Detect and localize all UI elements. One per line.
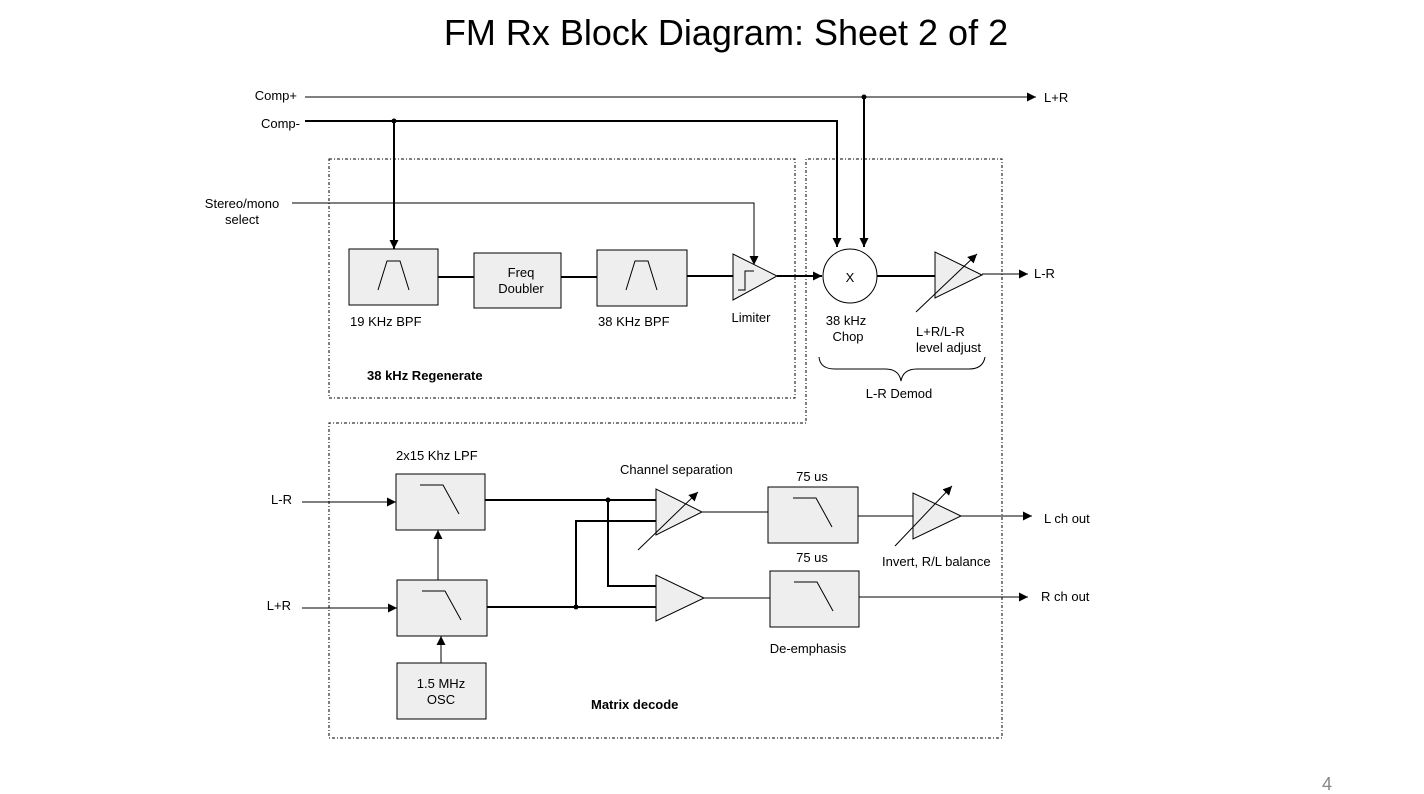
lpf-l-minus-r-block bbox=[395, 473, 486, 531]
junction-dot bbox=[391, 118, 397, 124]
comp-minus-line bbox=[305, 120, 842, 247]
channel-separation-amp bbox=[655, 488, 704, 536]
demod-group-label: L-R Demod bbox=[866, 386, 932, 401]
l-plus-r-output-label: L+R bbox=[1044, 90, 1068, 105]
limiter-block bbox=[732, 253, 779, 301]
stereo-mono-label-line1: Stereo/mono bbox=[205, 196, 279, 211]
lowpass-filter-icon bbox=[420, 484, 460, 515]
osc-label-line2: OSC bbox=[427, 692, 455, 707]
lowpass-filter-icon bbox=[422, 590, 462, 621]
freq-doubler-label-line1: Freq bbox=[508, 265, 535, 280]
demod-matrix-group-border bbox=[328, 158, 1003, 739]
osc-label-line1: 1.5 MHz bbox=[417, 676, 465, 691]
freq-doubler-block bbox=[473, 252, 562, 309]
l-minus-r-input-label: L-R bbox=[271, 492, 292, 507]
sum-amp bbox=[655, 574, 706, 622]
limiter-label: Limiter bbox=[731, 310, 771, 325]
deemph-top-label: 75 us bbox=[796, 469, 828, 484]
l-minus-r-output-label: L-R bbox=[1034, 266, 1055, 281]
bpf-38khz-label: 38 KHz BPF bbox=[598, 314, 670, 329]
wire bbox=[575, 520, 656, 607]
invert-balance-label: Invert, R/L balance bbox=[882, 554, 991, 569]
junction-dot bbox=[605, 497, 611, 503]
freq-doubler-label-line2: Doubler bbox=[498, 281, 544, 296]
level-adjust-amp bbox=[934, 251, 984, 299]
r-ch-output-label: R ch out bbox=[1041, 589, 1090, 604]
mixer-symbol: X bbox=[846, 270, 855, 285]
lowpass-filter-icon bbox=[793, 497, 833, 528]
chop-label-line1: 38 kHz bbox=[826, 313, 866, 328]
invert-balance-amp bbox=[912, 492, 963, 540]
deemphasis-label: De-emphasis bbox=[770, 641, 847, 656]
comp-plus-label: Comp+ bbox=[255, 88, 297, 103]
variable-gain-arrow bbox=[915, 253, 978, 313]
bandpass-filter-icon bbox=[625, 260, 658, 291]
bpf-19khz-block bbox=[348, 248, 439, 306]
lpf-l-plus-r-block bbox=[396, 579, 488, 637]
page-number: 4 bbox=[1322, 774, 1332, 794]
wire bbox=[607, 500, 656, 587]
level-adjust-label-line2: level adjust bbox=[916, 340, 981, 355]
bandpass-filter-icon bbox=[377, 260, 410, 291]
lowpass-filter-icon bbox=[794, 581, 834, 612]
osc-1-5mhz-block bbox=[396, 662, 487, 720]
limiter-step-icon bbox=[738, 270, 754, 291]
deemphasis-l-block bbox=[767, 486, 859, 544]
level-adjust-label-line1: L+R/L-R bbox=[916, 324, 965, 339]
l-ch-output-label: L ch out bbox=[1044, 511, 1090, 526]
deemph-bottom-label: 75 us bbox=[796, 550, 828, 565]
demod-brace bbox=[818, 356, 986, 382]
stereo-mono-label-line2: select bbox=[225, 212, 259, 227]
matrix-group-label: Matrix decode bbox=[591, 697, 678, 712]
bpf-38khz-block bbox=[596, 249, 688, 307]
comp-minus-label: Comp- bbox=[261, 116, 300, 131]
regenerate-group-label: 38 kHz Regenerate bbox=[367, 368, 483, 383]
l-plus-r-input-label: L+R bbox=[267, 598, 291, 613]
junction-dot bbox=[573, 604, 579, 610]
deemphasis-r-block bbox=[769, 570, 860, 628]
variable-gain-arrow bbox=[637, 491, 699, 551]
page-title: FM Rx Block Diagram: Sheet 2 of 2 bbox=[444, 12, 1008, 53]
regenerate-group-border bbox=[328, 158, 796, 399]
bpf-19khz-label: 19 KHz BPF bbox=[350, 314, 422, 329]
channel-separation-label: Channel separation bbox=[620, 462, 733, 477]
junction-dot bbox=[861, 94, 867, 100]
variable-gain-arrow bbox=[894, 485, 953, 547]
chop-label-line2: Chop bbox=[832, 329, 863, 344]
stereo-mono-line bbox=[292, 202, 759, 265]
lpf-label: 2x15 Khz LPF bbox=[396, 448, 478, 463]
